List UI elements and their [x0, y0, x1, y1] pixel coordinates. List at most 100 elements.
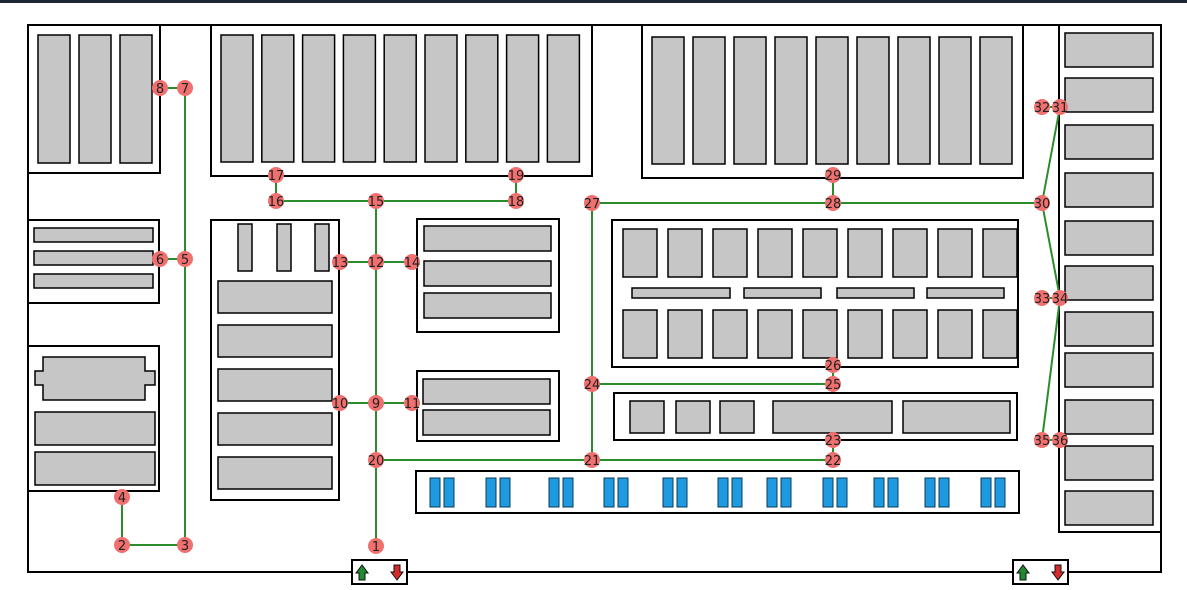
storage-block-center-left: [210, 219, 340, 501]
path-node: 14: [404, 254, 420, 271]
shelf: [33, 227, 154, 243]
shelf: [733, 36, 767, 165]
shelf: [217, 280, 333, 314]
shelf: [897, 36, 931, 165]
node-marker: [1034, 99, 1050, 115]
shelf: [937, 228, 973, 278]
node-label: 8: [156, 82, 164, 97]
node-marker: [368, 452, 384, 468]
path-node: 35: [1034, 432, 1050, 449]
shelf: [422, 409, 551, 436]
pallet: [548, 477, 560, 508]
shelf: [712, 228, 748, 278]
node-label: 16: [268, 195, 285, 210]
shelf: [217, 324, 333, 358]
node-label: 11: [404, 397, 421, 412]
node-marker: [368, 538, 384, 554]
pallet: [662, 477, 674, 508]
node-label: 9: [372, 397, 380, 412]
path-node: 25: [825, 376, 842, 393]
shelf: [1064, 490, 1154, 526]
node-label: 22: [825, 454, 842, 469]
node-label: 13: [332, 256, 349, 271]
path-node: 22: [825, 452, 842, 469]
shelf: [629, 400, 665, 434]
shelf: [815, 36, 849, 165]
node-marker: [1052, 290, 1068, 306]
shelf: [33, 273, 154, 289]
path-node: 36: [1052, 432, 1069, 449]
node-label: 23: [825, 434, 842, 449]
path-node: 18: [508, 193, 525, 210]
node-marker: [152, 251, 168, 267]
node-label: 25: [825, 378, 842, 393]
node-label: 18: [508, 195, 525, 210]
node-label: 32: [1034, 101, 1051, 116]
shelf: [78, 34, 112, 164]
node-label: 21: [584, 454, 601, 469]
path-node: 1: [368, 538, 384, 555]
node-label: 29: [825, 169, 842, 184]
shelf: [847, 228, 883, 278]
path-node: 30: [1034, 195, 1050, 212]
path-node: 11: [404, 395, 421, 412]
path-node: 16: [268, 193, 285, 210]
storage-block-center-right: [611, 219, 1019, 368]
node-label: 28: [825, 197, 842, 212]
node-label: 36: [1052, 434, 1069, 449]
shelf: [1064, 445, 1154, 481]
storage-block-left-lower: [27, 345, 160, 492]
shelf: [465, 34, 499, 163]
shelf: [33, 250, 154, 266]
pallet: [924, 477, 936, 508]
shelf: [856, 36, 890, 165]
node-marker: [825, 376, 841, 392]
shelf: [37, 34, 71, 164]
node-marker: [332, 254, 348, 270]
node-label: 33: [1034, 292, 1051, 307]
path-node: 5: [177, 251, 193, 268]
node-label: 7: [181, 82, 189, 97]
path-node: 31: [1052, 99, 1069, 116]
entrance-door[interactable]: [351, 559, 408, 585]
node-label: 19: [508, 169, 525, 184]
shelf: [982, 228, 1018, 278]
shelf: [237, 223, 253, 272]
shelf: [314, 223, 330, 272]
node-marker: [368, 395, 384, 411]
exit-door[interactable]: [1012, 559, 1069, 585]
pallet: [766, 477, 778, 508]
node-label: 6: [156, 253, 164, 268]
pallet: [873, 477, 885, 508]
path-node: 7: [177, 80, 193, 97]
path-node: 10: [332, 395, 348, 412]
storage-blocks: [27, 24, 1162, 533]
path-node: 32: [1034, 99, 1051, 116]
shelf: [1064, 77, 1154, 113]
shelf: [423, 292, 552, 319]
pallet: [731, 477, 743, 508]
path-node: 28: [825, 195, 842, 212]
pallet: [717, 477, 729, 508]
node-marker: [177, 537, 193, 553]
node-label: 20: [368, 454, 385, 469]
node-marker: [825, 357, 841, 373]
shelf: [622, 228, 658, 278]
shelf: [836, 287, 915, 299]
shelf: [772, 400, 893, 434]
storage-block-center-upper: [416, 218, 560, 333]
shelf: [743, 287, 822, 299]
shelf: [622, 309, 658, 359]
shelf: [1064, 32, 1154, 68]
shelf: [342, 34, 377, 163]
storage-block-top-center: [210, 24, 593, 177]
shelf: [422, 378, 551, 405]
node-label: 34: [1052, 292, 1069, 307]
arrow-up-icon: [355, 564, 369, 581]
node-label: 2: [118, 539, 126, 554]
path-edge: [1041, 202, 1061, 299]
node-marker: [268, 193, 284, 209]
node-label: 31: [1052, 101, 1069, 116]
storage-block-right-column: [1058, 24, 1162, 533]
